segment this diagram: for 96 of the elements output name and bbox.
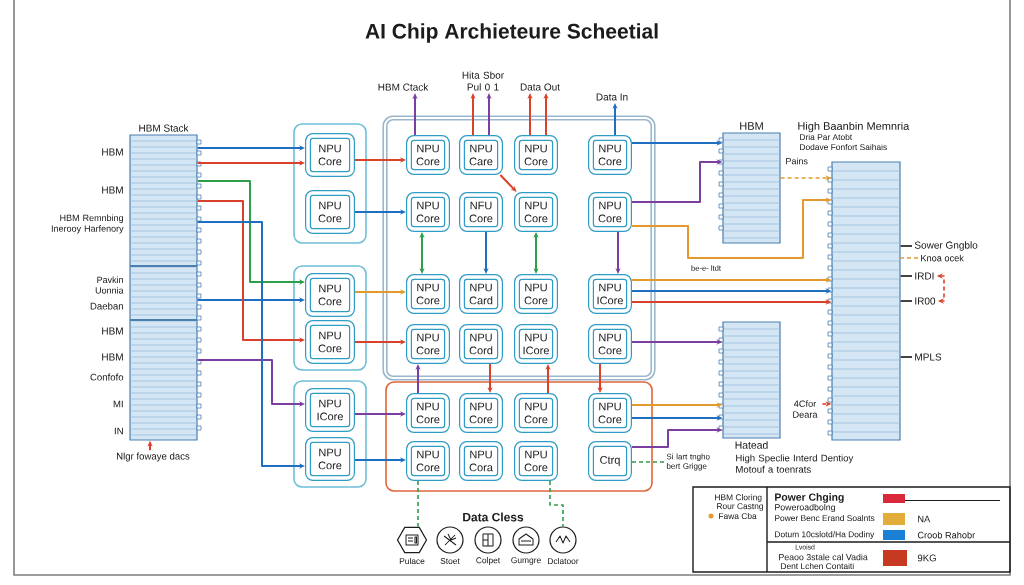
core-box: NPU Core: [406, 441, 450, 481]
leader-line: [899, 275, 913, 277]
core-box: NFU Core: [459, 192, 503, 232]
core-box: NPU ICore: [514, 324, 558, 364]
text-label: Data In: [596, 93, 628, 101]
icon-caption: Dclatoor: [548, 557, 579, 565]
stack-heading: HBM: [740, 122, 763, 130]
core-box: NPU Core: [588, 192, 632, 232]
side-label: High Speclie Interd Dentioy Motouf a toenrats: [736, 454, 854, 473]
legend-text: 9KG: [917, 554, 936, 562]
core-box: NPU Card: [459, 274, 503, 314]
core-box: Ctrq: [588, 441, 632, 481]
icon-caption: Pulace: [399, 557, 425, 565]
side-label: HBM: [102, 186, 123, 194]
core-box: NPU Core: [305, 273, 355, 317]
side-label: High Baanbin Memnria: [798, 121, 910, 133]
group-frame: [293, 265, 367, 371]
side-label: HBM: [102, 148, 123, 156]
side-label: IN: [114, 427, 123, 435]
core-box: NPU Core: [459, 393, 503, 433]
core-box: NPU Core: [305, 190, 355, 234]
core-box: NPU Core: [305, 320, 355, 364]
text-label: HBM Cloring: [715, 494, 762, 502]
text-label: Power Benc Erand Soalnts: [775, 514, 875, 522]
text-label: Poweroadbolng: [775, 503, 835, 513]
text-label: Nlgr fowaye dacs: [116, 452, 190, 462]
side-label: HBM: [102, 327, 123, 335]
icon-caption: Stoet: [440, 558, 460, 564]
text-label: Si lart tngho bert Grigge: [666, 453, 710, 471]
core-box: NPU Core: [406, 135, 450, 175]
leader-line: [899, 245, 913, 247]
text-label: Sower Gngblo: [914, 241, 978, 251]
side-label: Pavkin Uonnia: [95, 276, 124, 294]
core-box: NPU Core: [305, 133, 355, 177]
text-label: Dent Lchen Contaiti: [781, 562, 854, 570]
heading: Data Cless: [463, 512, 524, 522]
legend-text: Croob Rahobr: [917, 531, 975, 539]
core-box: NPU Core: [406, 192, 450, 232]
stack-heading: Hatead: [735, 441, 768, 449]
leader-line: [899, 300, 913, 302]
core-box: NPU Cord: [459, 324, 503, 364]
core-box: NPU Core: [514, 393, 558, 433]
group-frame: [385, 381, 653, 492]
core-box: NPU Core: [514, 192, 558, 232]
arrow: [533, 232, 539, 274]
text-label: Hita Sbor Pul 0 1: [462, 71, 504, 91]
side-label: Dria Par Atobt: [800, 133, 853, 141]
group-frame: [293, 123, 367, 244]
text-label: Rour Castng: [717, 503, 763, 511]
core-box: NPU ICore: [305, 388, 355, 432]
leader-line: [899, 257, 919, 259]
connector-line: [549, 480, 564, 528]
core-box: NPU Core: [588, 393, 632, 433]
connector-line: [417, 480, 419, 528]
legend-text: Power Chging: [775, 493, 844, 503]
side-label: HBM Remnbing Inerooy Harfenory: [51, 214, 124, 234]
group-frame: [382, 115, 656, 381]
side-label: HBM: [102, 353, 123, 361]
icon-caption: Gumgre: [511, 557, 541, 565]
stack-heading: HBM Stack: [139, 124, 189, 132]
core-box: NPU Core: [588, 135, 632, 175]
core-box: NPU Care: [459, 135, 503, 175]
side-label: MI: [113, 400, 123, 408]
text-label: MPLS: [915, 353, 942, 361]
core-box: NPU ICore: [588, 274, 632, 314]
memory-stack: [827, 161, 901, 441]
legend-text: NA: [918, 515, 931, 523]
text-label: Dotum 10cslotd/Ha Dodiny: [775, 531, 875, 539]
side-label: Dodave Fonfort Saihais: [800, 143, 887, 151]
core-box: NPU Core: [406, 274, 450, 314]
icon-caption: Colpet: [476, 557, 501, 565]
core-box: NPU Cora: [459, 441, 503, 481]
arrow: [499, 174, 517, 192]
core-box: NPU Core: [406, 324, 450, 364]
connector-line: [631, 461, 665, 463]
core-box: NPU Core: [588, 324, 632, 364]
core-box: NPU Core: [514, 274, 558, 314]
title: AI Chip Archieteure Scheetial: [365, 23, 658, 43]
core-box: NPU Core: [305, 437, 355, 481]
group-frame: [293, 380, 367, 488]
text-label: IR00: [915, 297, 936, 305]
side-label: Pains: [786, 157, 808, 165]
core-box: NPU Core: [514, 135, 558, 175]
text-label: Data Out: [520, 83, 560, 91]
core-box: NPU Core: [406, 393, 450, 433]
text-label: Knoa ocek: [921, 254, 964, 262]
arrow: [419, 232, 425, 274]
core-box: NPU Core: [514, 441, 558, 481]
side-label: Confofo: [90, 373, 124, 381]
side-label: Daeban: [90, 302, 123, 310]
text-label: Fawa Cba: [719, 512, 757, 520]
leader-line: [899, 356, 913, 358]
text-label: IRDI: [915, 272, 934, 280]
text-label: Peaoo 3stale cal Vadia: [779, 553, 868, 561]
text-label: HBM Ctack: [378, 83, 429, 91]
text-label: 4Cfor Deara: [793, 400, 818, 418]
